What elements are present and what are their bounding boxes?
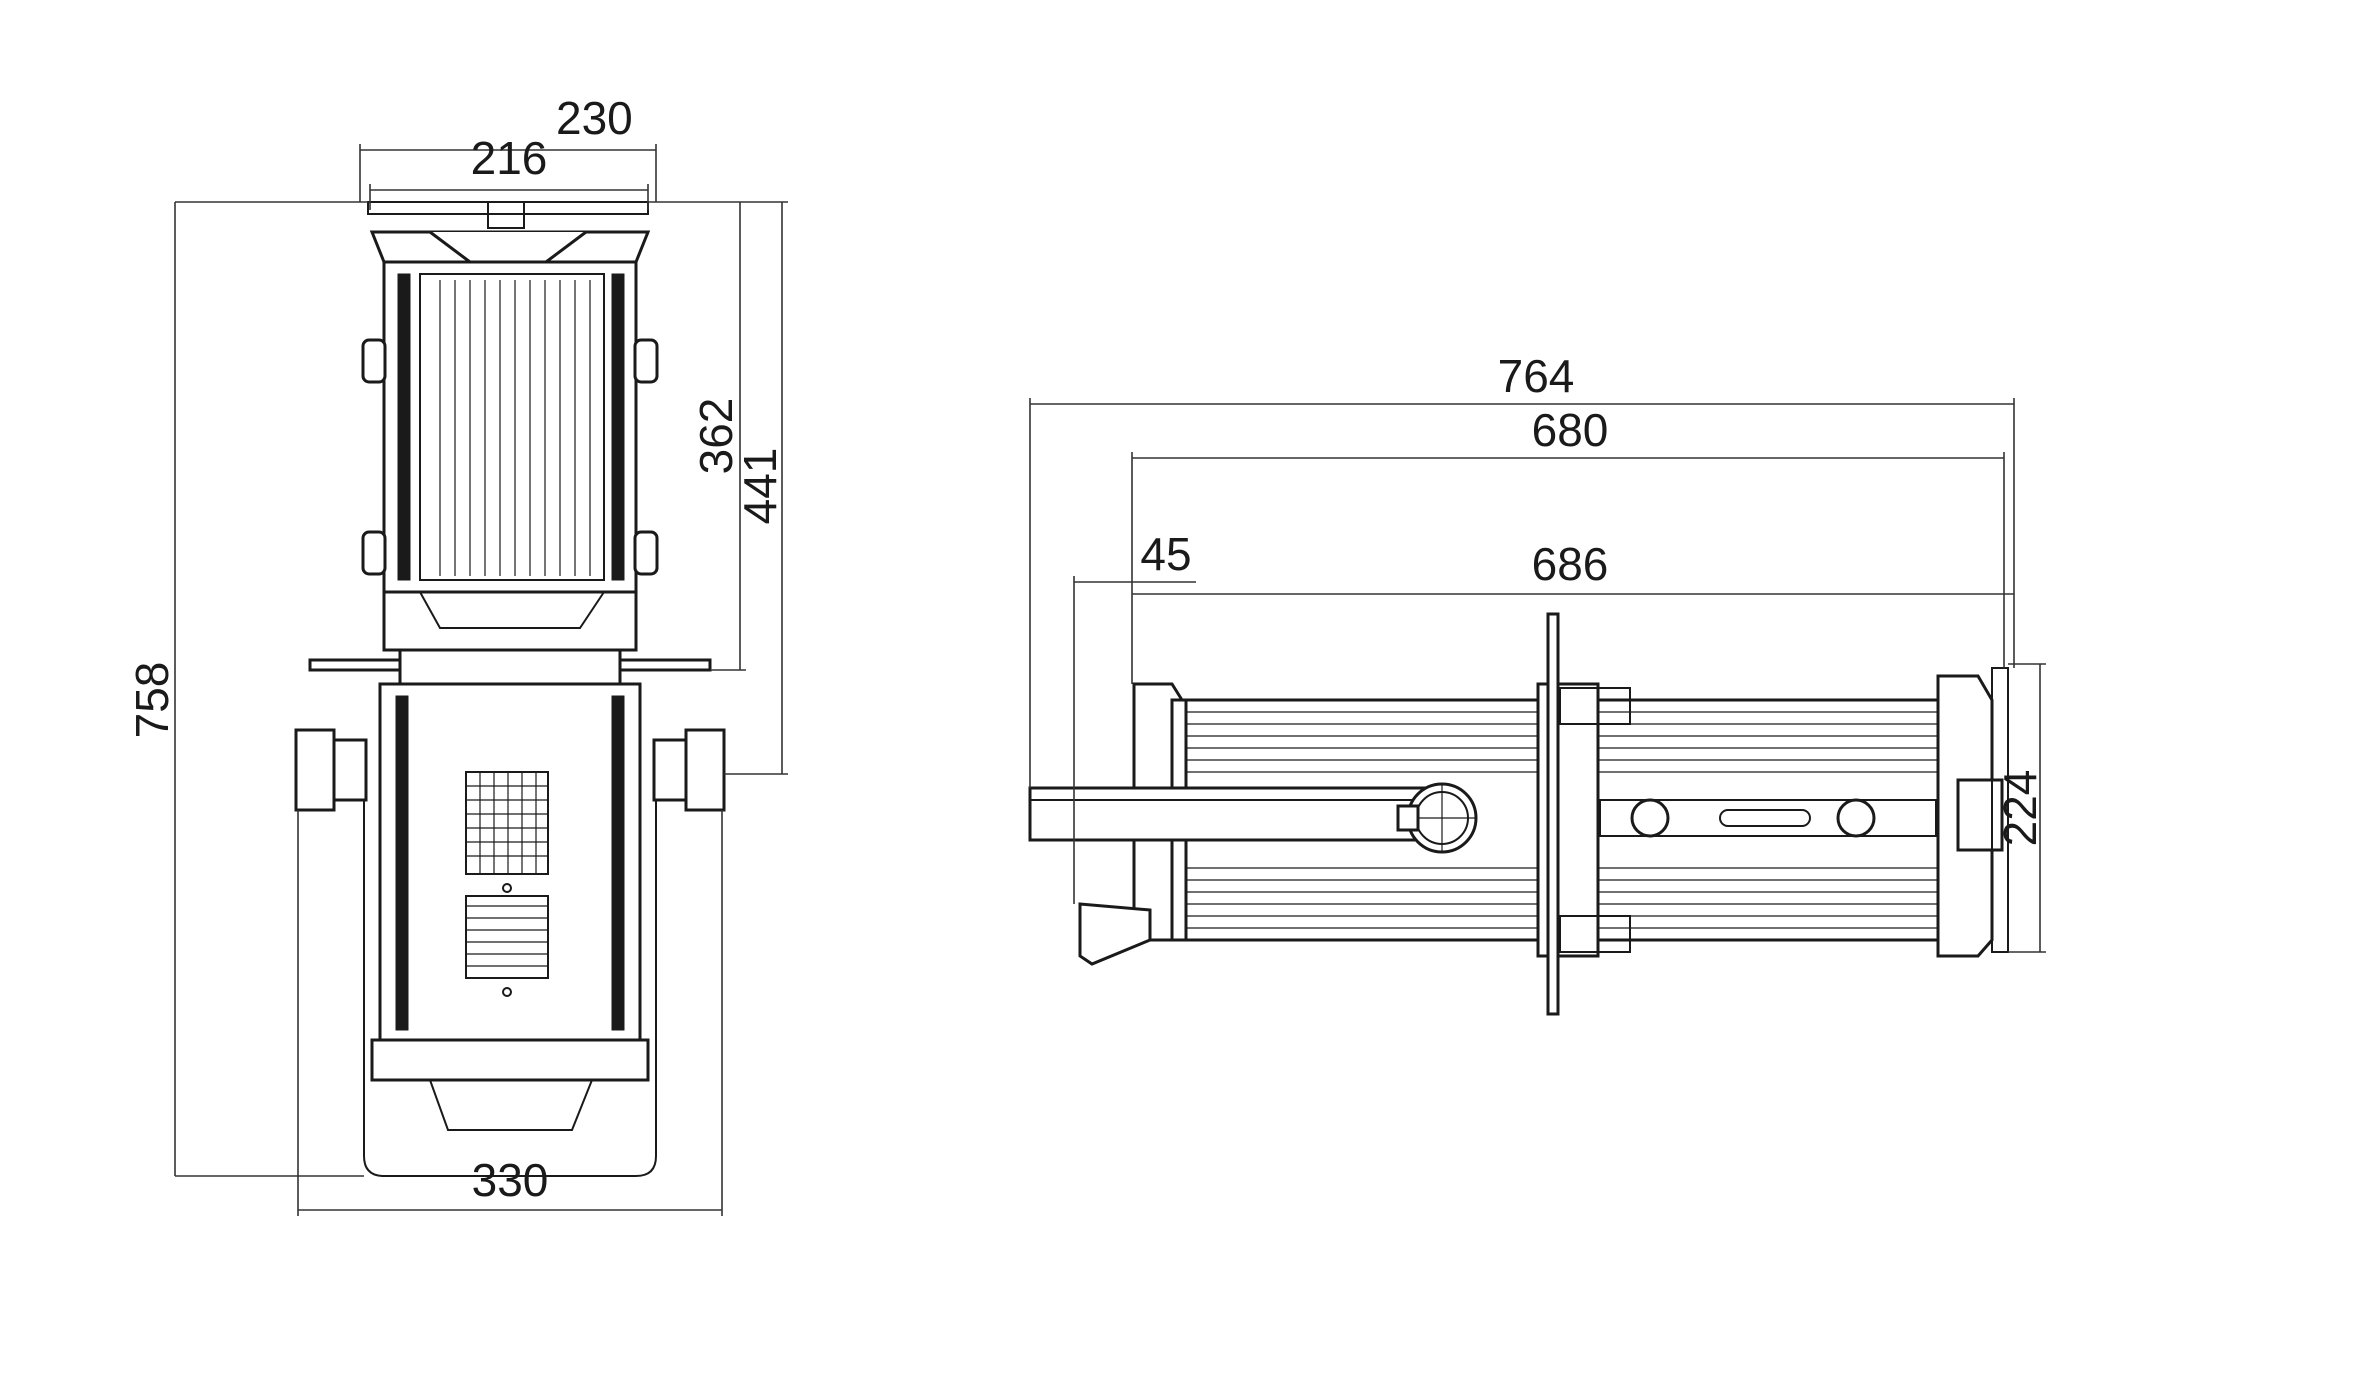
front-upper-housing bbox=[361, 201, 659, 652]
side-front-cap bbox=[1936, 667, 2009, 958]
front-height-mid-label: 441 bbox=[734, 448, 786, 525]
front-lower-housing bbox=[370, 682, 650, 1131]
side-length-body-label: 680 bbox=[1532, 404, 1609, 456]
side-yoke-offset-label: 45 bbox=[1140, 528, 1191, 580]
front-gobo-plate bbox=[308, 648, 712, 686]
side-height-label: 224 bbox=[1994, 770, 2046, 847]
side-dimensions bbox=[1029, 398, 2046, 953]
side-barrel-fins bbox=[1186, 711, 1938, 929]
side-yoke-arm bbox=[1028, 786, 1432, 966]
front-base-width-label: 330 bbox=[472, 1154, 549, 1206]
front-view: 230 216 758 362 441 330 bbox=[126, 92, 788, 1216]
front-width-inner-label: 216 bbox=[471, 132, 548, 184]
side-tilt-knob bbox=[1396, 782, 1478, 854]
front-yoke bbox=[294, 728, 726, 1177]
front-upper-fins bbox=[439, 280, 591, 576]
side-view: 764 680 45 686 224 bbox=[1028, 350, 2046, 1016]
front-height-total-label: 758 bbox=[126, 662, 178, 739]
front-height-upper-label: 362 bbox=[690, 398, 742, 475]
front-vent-grid bbox=[465, 771, 549, 875]
front-width-outer-label: 230 bbox=[556, 92, 633, 144]
side-focus-knobs bbox=[1599, 798, 1937, 838]
side-gobo-section bbox=[1536, 612, 1631, 1016]
side-length-barrel-label: 686 bbox=[1532, 538, 1609, 590]
side-length-total-label: 764 bbox=[1498, 350, 1575, 402]
front-dimensions bbox=[174, 144, 788, 1216]
front-vent-slots bbox=[465, 895, 549, 979]
